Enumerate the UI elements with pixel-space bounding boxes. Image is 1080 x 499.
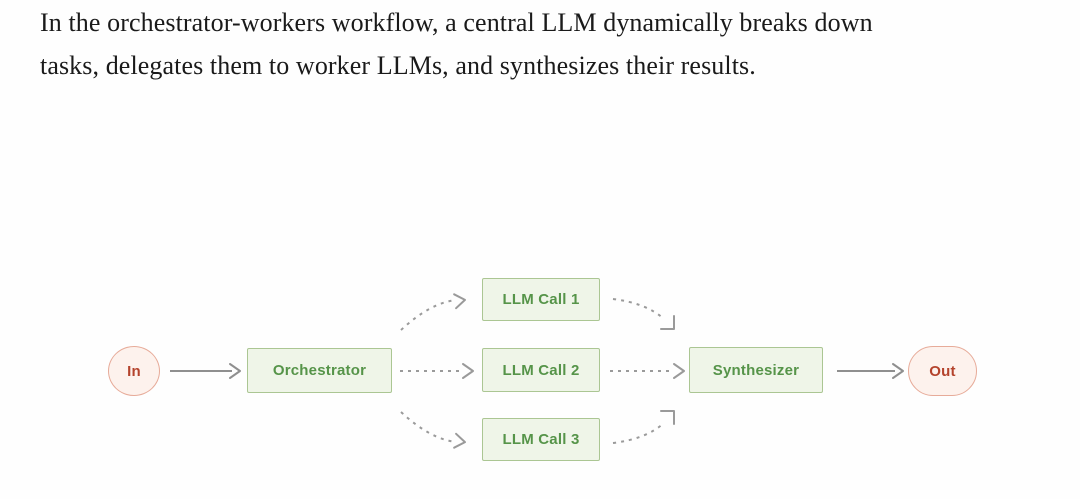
dashed-arrow-llm1-to-synthesizer bbox=[612, 298, 665, 320]
intro-line-1: In the orchestrator-workers workflow, a … bbox=[40, 8, 873, 37]
node-out-label: Out bbox=[929, 362, 956, 380]
node-out: Out bbox=[908, 346, 977, 396]
node-in: In bbox=[108, 346, 160, 396]
intro-line-2: tasks, delegates them to worker LLMs, an… bbox=[40, 51, 756, 80]
node-synthesizer: Synthesizer bbox=[689, 347, 823, 393]
node-llm-call-3-label: LLM Call 3 bbox=[502, 431, 580, 448]
node-synthesizer-label: Synthesizer bbox=[712, 361, 800, 379]
node-llm-call-2: LLM Call 2 bbox=[482, 348, 600, 392]
arrowhead-icon bbox=[892, 363, 904, 379]
arrowhead-icon bbox=[462, 363, 474, 379]
corner-arrowhead-icon bbox=[660, 315, 675, 330]
dashed-arrow-llm3-to-synthesizer bbox=[612, 422, 665, 444]
arrowhead-icon bbox=[453, 293, 466, 310]
intro-paragraph: In the orchestrator-workers workflow, a … bbox=[40, 1, 1050, 87]
dashed-arrow-orchestrator-to-llm3 bbox=[400, 411, 457, 443]
node-orchestrator-label: Orchestrator bbox=[272, 362, 367, 379]
node-llm-call-3: LLM Call 3 bbox=[482, 418, 600, 461]
arrowhead-icon bbox=[673, 363, 685, 379]
arrowhead-icon bbox=[229, 363, 241, 379]
node-llm-call-2-label: LLM Call 2 bbox=[502, 361, 580, 379]
dashed-arrow-orchestrator-to-llm1 bbox=[400, 299, 457, 331]
arrowhead-icon bbox=[453, 432, 466, 449]
node-llm-call-1-label: LLM Call 1 bbox=[502, 291, 580, 308]
node-orchestrator: Orchestrator bbox=[247, 348, 392, 393]
node-in-label: In bbox=[127, 362, 141, 380]
corner-arrowhead-icon bbox=[660, 410, 675, 425]
node-llm-call-1: LLM Call 1 bbox=[482, 278, 600, 321]
